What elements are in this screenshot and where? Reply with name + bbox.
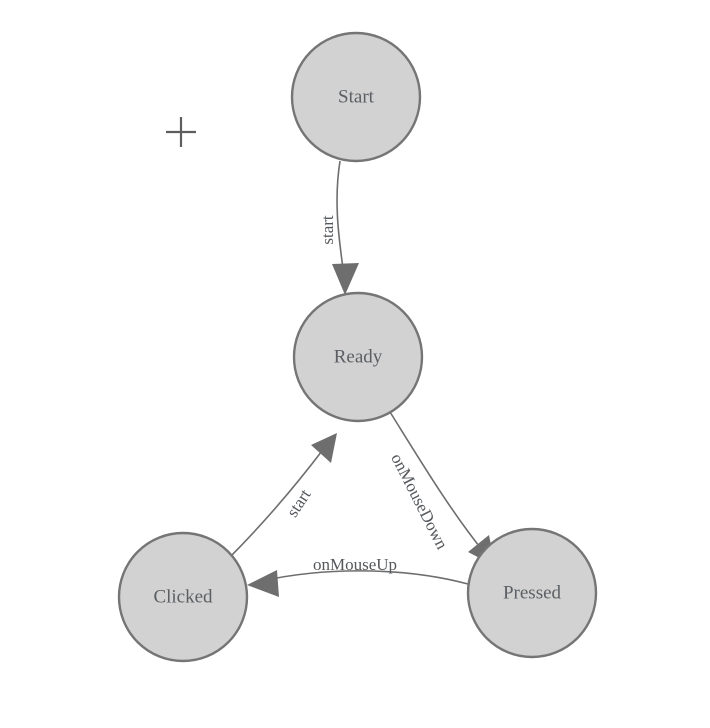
- node-pressed[interactable]: Pressed: [466, 527, 598, 659]
- node-label-start: Start: [338, 86, 375, 107]
- edge-label-start-to-ready: start: [318, 215, 337, 245]
- edge-label-ready-to-pressed: onMouseDown: [387, 450, 452, 552]
- edge-label-clicked-to-ready: start: [283, 485, 315, 520]
- node-circle-ready: [292, 291, 424, 423]
- arrowhead-pressed-to-clicked: [247, 570, 279, 597]
- edge-path-start-to-ready: [336, 160, 345, 277]
- node-circle-start: [290, 31, 422, 163]
- node-label-clicked: Clicked: [153, 586, 213, 607]
- node-circle-clicked: [117, 531, 249, 663]
- node-circle-pressed: [466, 527, 598, 659]
- plus-icon[interactable]: [166, 117, 196, 147]
- edge-label-pressed-to-clicked: onMouseUp: [313, 555, 397, 574]
- edge-path-clicked-to-ready: [227, 446, 326, 560]
- node-label-pressed: Pressed: [503, 582, 562, 603]
- edge-path-pressed-to-clicked: [261, 570, 469, 585]
- node-label-ready: Ready: [334, 346, 383, 367]
- edge-path-ready-to-pressed: [389, 411, 484, 552]
- edge-pressed-to-clicked[interactable]: onMouseUp: [247, 555, 469, 597]
- node-ready[interactable]: Ready: [292, 291, 424, 423]
- arrowhead-start-to-ready: [332, 263, 359, 295]
- edge-clicked-to-ready[interactable]: start: [227, 433, 337, 560]
- edge-start-to-ready[interactable]: start: [318, 160, 359, 295]
- node-clicked[interactable]: Clicked: [117, 531, 249, 663]
- edge-ready-to-pressed[interactable]: onMouseDown: [387, 411, 495, 566]
- node-start[interactable]: Start: [290, 31, 422, 163]
- arrowhead-clicked-to-ready: [311, 433, 337, 463]
